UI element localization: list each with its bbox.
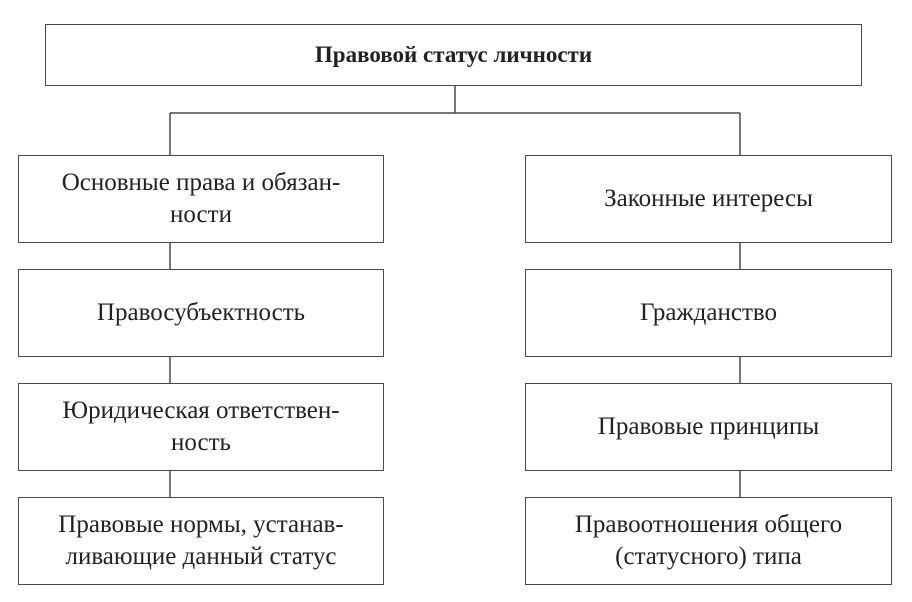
left-box-label: Правовые нормы, устанав- ливающие данный…: [58, 511, 344, 570]
left-box-label: Основные права и обязан- ности: [61, 169, 341, 228]
right-box-label: Законные интересы: [604, 185, 813, 212]
left-box-basic-rights: Основные права и обязан- ности: [18, 155, 384, 243]
right-box-label: Правоотношения общего (статусного) типа: [574, 511, 843, 570]
right-box-label: Правовые принципы: [597, 413, 820, 440]
left-box-label: Правосубъектность: [96, 299, 306, 326]
left-box-label: Юридическая ответствен- ность: [62, 397, 340, 456]
left-box-legal-liability: Юридическая ответствен- ность: [18, 383, 384, 471]
left-box-legal-norms: Правовые нормы, устанав- ливающие данный…: [18, 497, 384, 585]
right-box-citizenship: Гражданство: [525, 269, 892, 357]
right-box-legal-relations: Правоотношения общего (статусного) типа: [525, 497, 892, 585]
right-box-label: Гражданство: [639, 299, 778, 326]
left-box-legal-capacity: Правосубъектность: [18, 269, 384, 357]
root-label: Правовой статус личности: [314, 42, 593, 67]
right-box-legitimate-interests: Законные интересы: [525, 155, 892, 243]
right-box-legal-principles: Правовые принципы: [525, 383, 892, 471]
root-box: Правовой статус личности: [45, 24, 862, 86]
